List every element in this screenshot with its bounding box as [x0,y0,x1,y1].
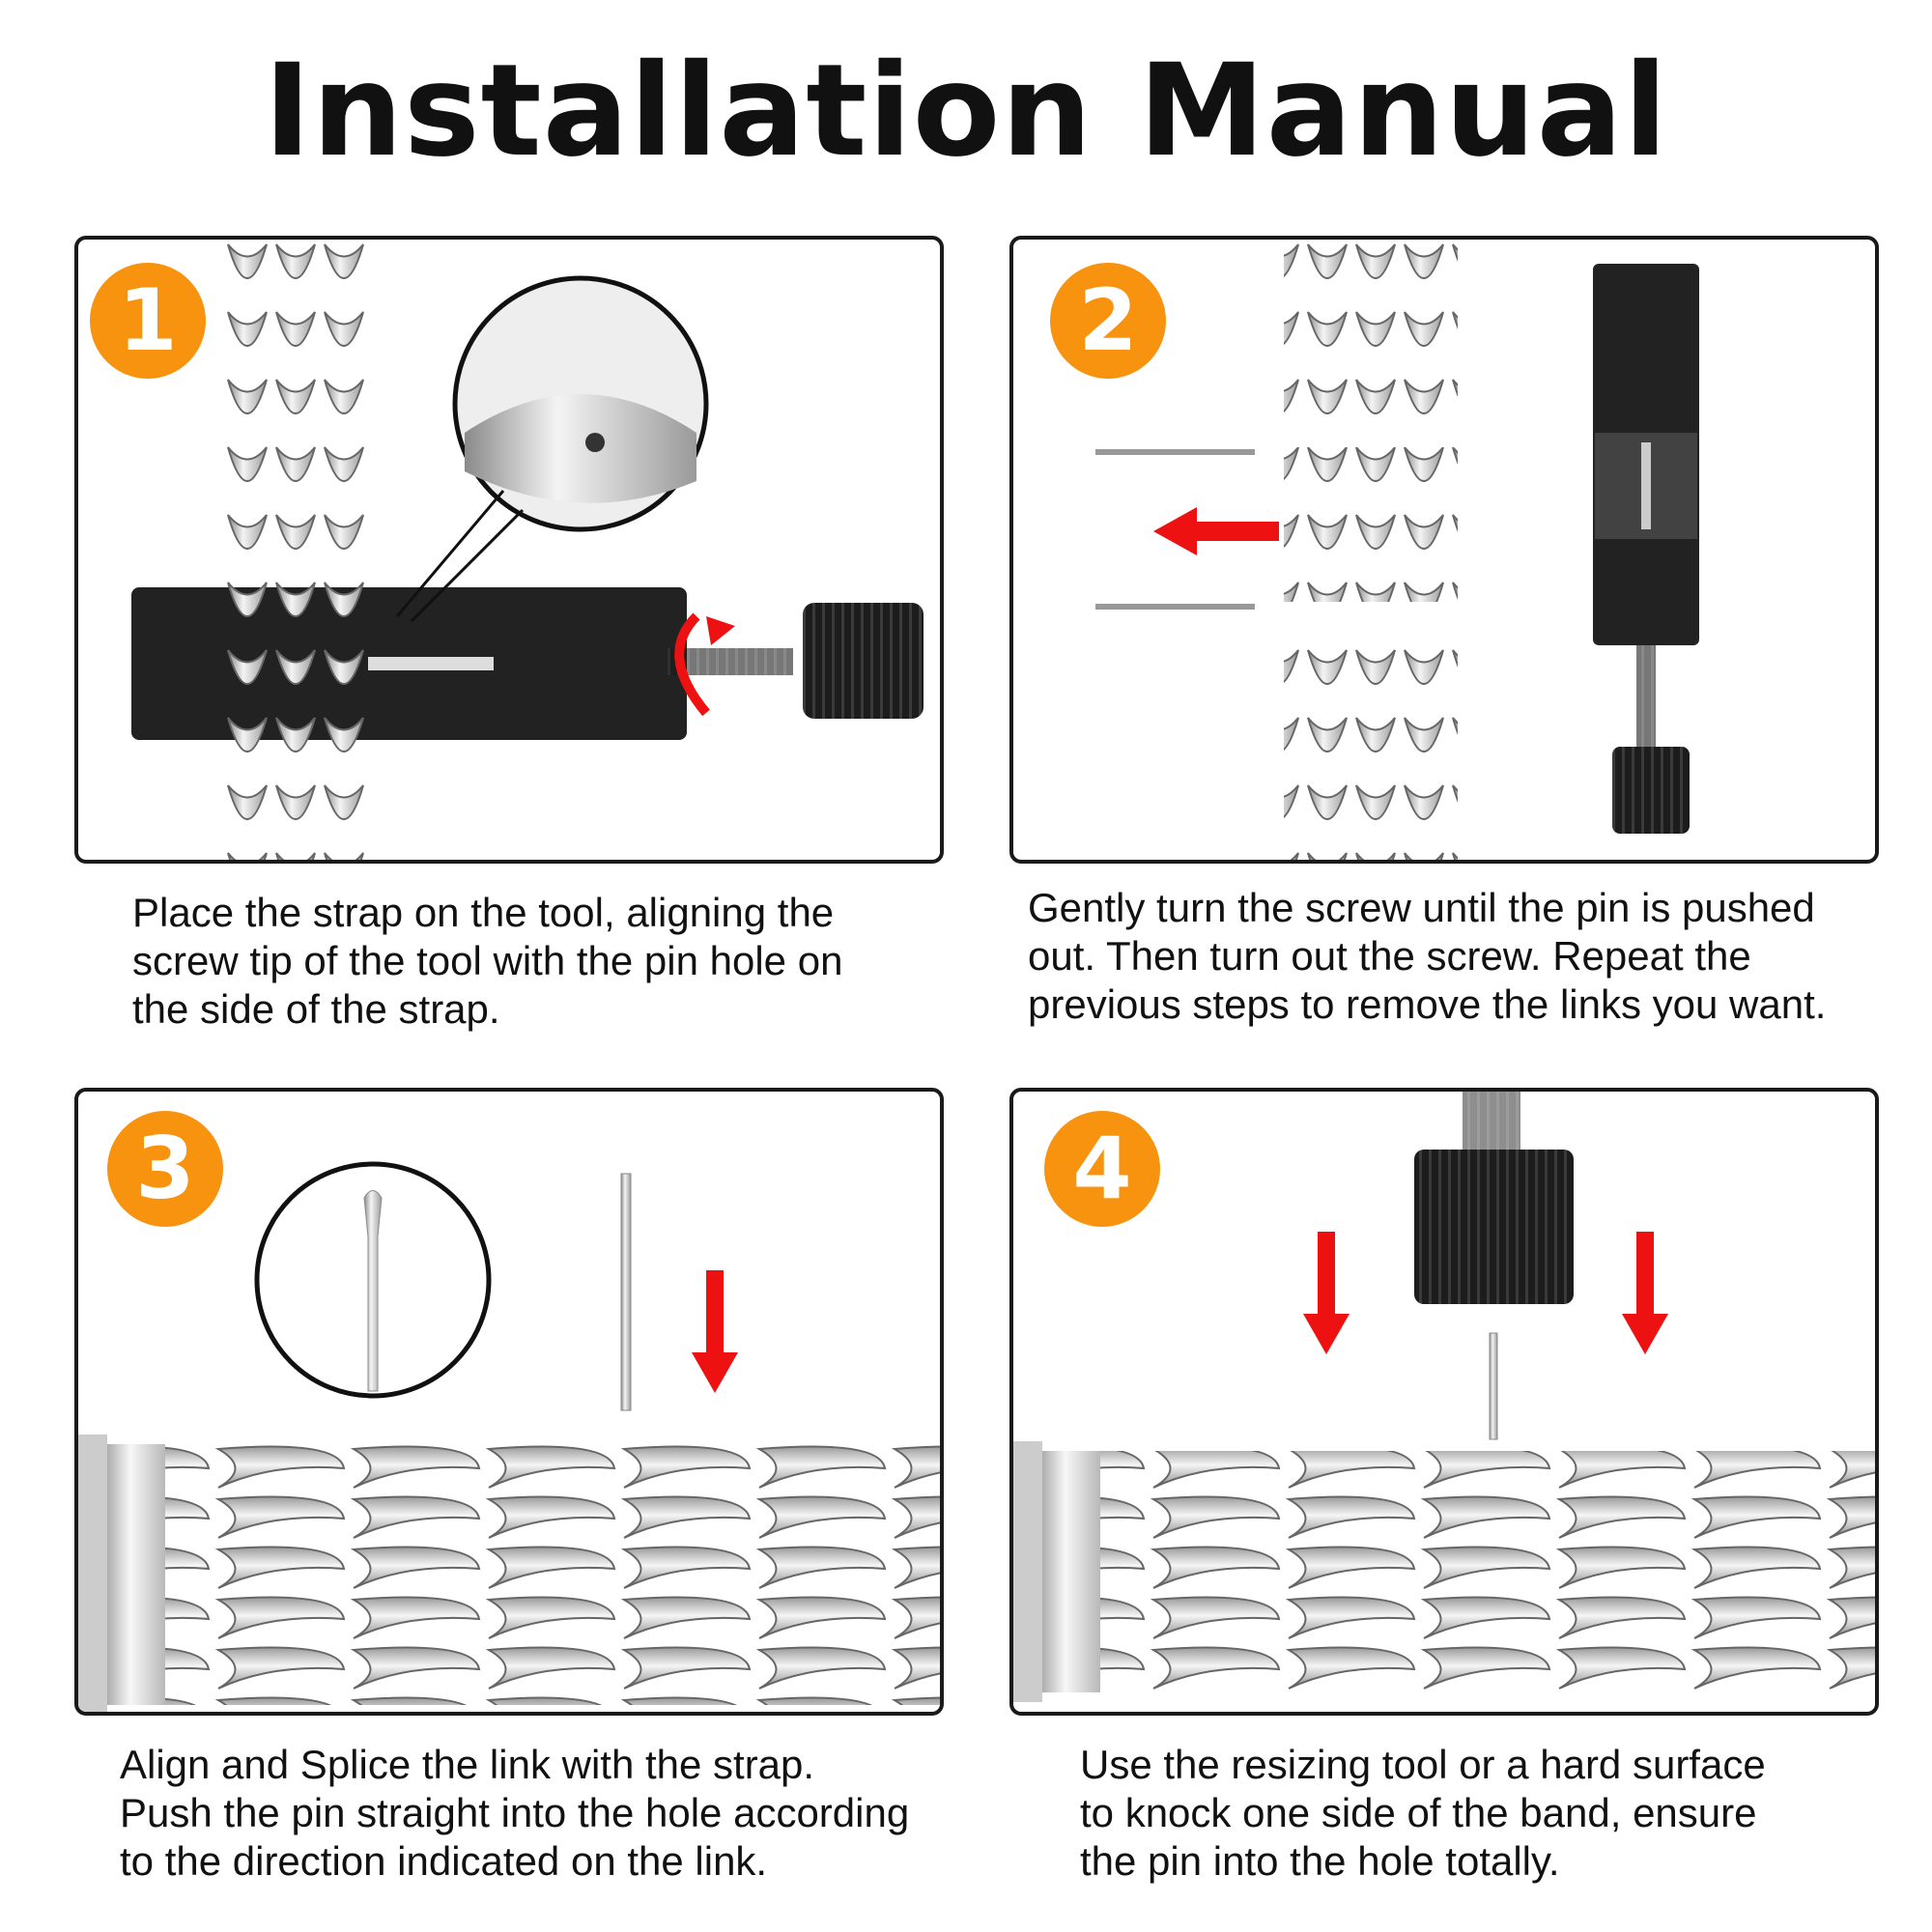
remove-pin-illustration [1095,240,1699,860]
caption-line: the pin into the hole totally. [1080,1838,1560,1884]
splice-link-illustration [78,1161,940,1712]
step-1-panel: 1 [74,236,944,864]
caption-line: out. Then turn out the screw. Repeat the [1028,933,1751,979]
caption-line: to knock one side of the band, ensure [1080,1790,1757,1835]
step-3-badge: 3 [107,1111,223,1227]
step-4-caption: Use the resizing tool or a hard surface … [1080,1741,1766,1886]
step-2-caption: Gently turn the screw until the pin is p… [1028,884,1826,1029]
knock-pin-illustration [1013,1092,1875,1702]
caption-line: the side of the strap. [132,986,500,1032]
step-1-badge: 1 [90,263,206,379]
step-4-badge: 4 [1044,1111,1160,1227]
caption-line: Use the resizing tool or a hard surface [1080,1742,1766,1787]
caption-line: previous steps to remove the links you w… [1028,981,1827,1027]
step-3-panel: 3 [74,1088,944,1716]
step-1-caption: Place the strap on the tool, aligning th… [132,889,842,1034]
page-title: Installation Manual [263,37,1669,185]
caption-line: Gently turn the screw until the pin is p… [1028,885,1815,930]
caption-line: to the direction indicated on the link. [120,1838,768,1884]
step-2-panel: 2 [1009,236,1879,864]
step-3-caption: Align and Splice the link with the strap… [120,1741,909,1886]
step-2-badge: 2 [1050,263,1166,379]
caption-line: screw tip of the tool with the pin hole … [132,938,843,983]
caption-line: Push the pin straight into the hole acco… [120,1790,910,1835]
strap-on-tool-illustration [131,240,923,860]
step-4-panel: 4 [1009,1088,1879,1716]
caption-line: Place the strap on the tool, aligning th… [132,890,835,935]
caption-line: Align and Splice the link with the strap… [120,1742,815,1787]
